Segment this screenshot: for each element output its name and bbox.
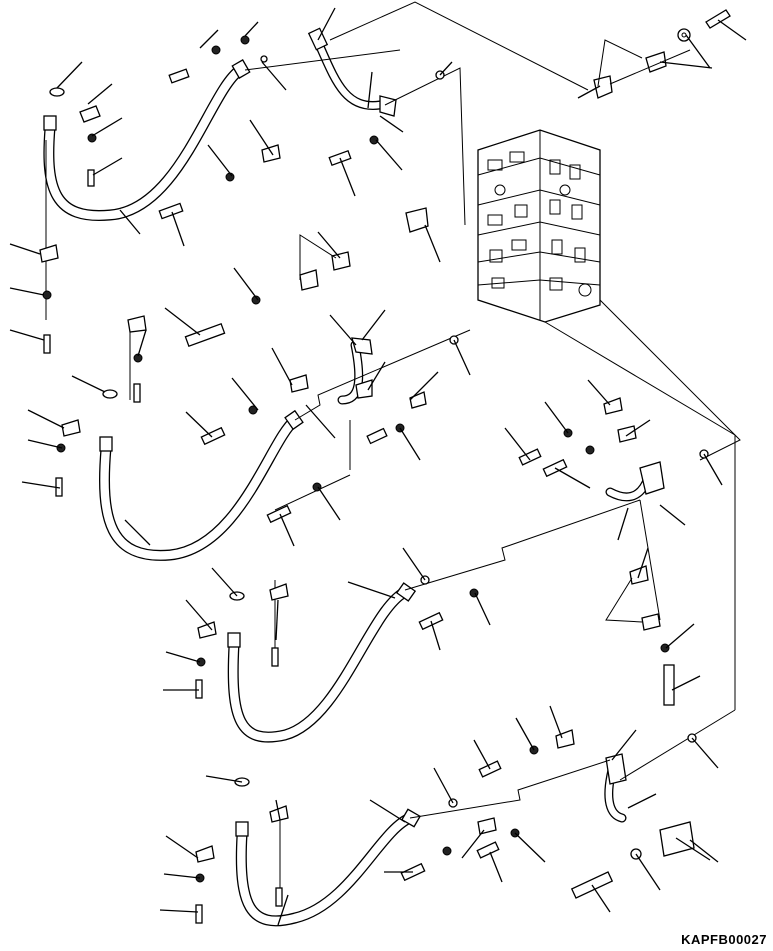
leader-lines xyxy=(9,7,747,926)
control-valve xyxy=(477,129,601,323)
hose-4 xyxy=(235,808,421,927)
tube-top xyxy=(307,27,397,117)
routing-lines xyxy=(45,1,741,890)
clamp-bracket-top xyxy=(593,9,731,99)
hose-3 xyxy=(227,582,417,743)
hose-1 xyxy=(43,59,251,222)
drawing-code: KAPFB00027 xyxy=(681,932,767,947)
hose-2 xyxy=(99,409,304,561)
tube-right xyxy=(605,461,665,502)
